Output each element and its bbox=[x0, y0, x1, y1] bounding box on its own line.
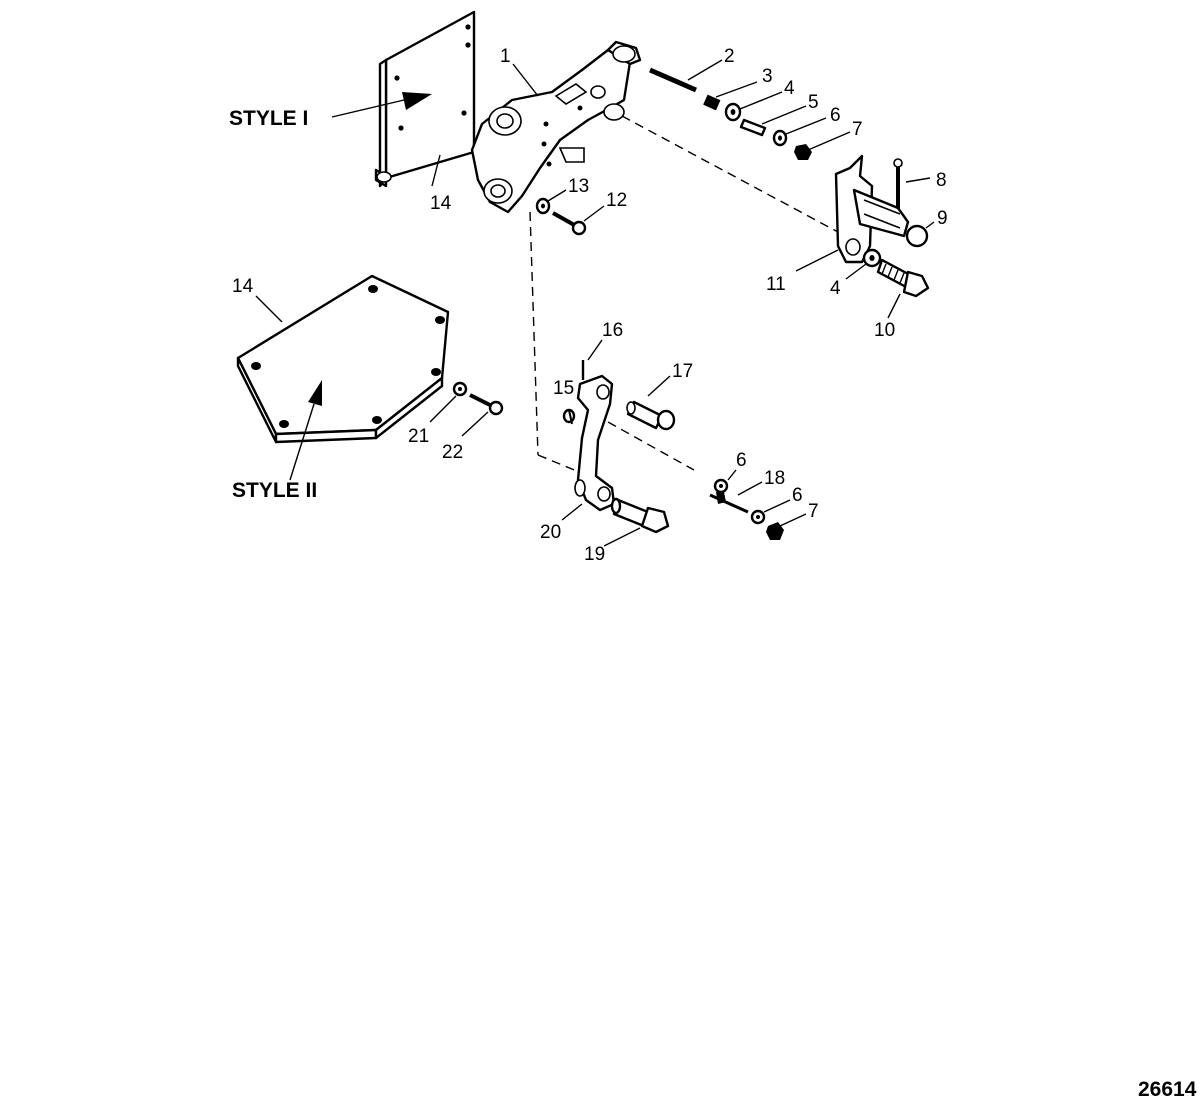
callout-10: 10 bbox=[874, 320, 895, 341]
callout-21: 21 bbox=[408, 426, 429, 447]
callout-11-leader bbox=[795, 249, 839, 272]
callout-5-leader bbox=[761, 105, 807, 125]
style-2-pointer-arrow bbox=[289, 380, 322, 481]
shift-lever bbox=[834, 154, 910, 264]
callout-13: 13 bbox=[568, 176, 589, 197]
callout-12: 12 bbox=[606, 190, 627, 211]
washer-6-middle bbox=[713, 478, 729, 494]
washer-6-upper bbox=[772, 129, 788, 147]
washer-upper bbox=[724, 102, 742, 122]
washer-13 bbox=[535, 197, 551, 215]
callout-19: 19 bbox=[584, 544, 605, 565]
alignment-line-left-foot bbox=[537, 454, 585, 475]
callout-3-leader bbox=[715, 81, 758, 98]
callout-18-leader bbox=[737, 481, 763, 496]
style-1-mounting-plate bbox=[374, 10, 476, 188]
callout-2: 2 bbox=[724, 46, 735, 67]
callout-8-leader bbox=[905, 177, 931, 183]
nut-upper bbox=[794, 144, 812, 160]
style-1-label: STYLE I bbox=[229, 107, 308, 130]
washer-21 bbox=[452, 381, 468, 397]
screw-22 bbox=[469, 393, 504, 416]
shoulder-bolt bbox=[610, 497, 670, 534]
callout-17-leader bbox=[647, 375, 671, 397]
style-2-label: STYLE II bbox=[232, 479, 317, 502]
callout-14a-leader bbox=[431, 154, 441, 187]
callout-22: 22 bbox=[442, 442, 463, 463]
callout-4a-leader bbox=[739, 91, 783, 110]
callout-1-leader bbox=[512, 63, 539, 97]
callout-1: 1 bbox=[500, 46, 511, 67]
callout-18: 18 bbox=[764, 468, 785, 489]
callout-6c-leader bbox=[763, 499, 791, 513]
callout-20-leader bbox=[561, 503, 583, 521]
nut-lower bbox=[766, 522, 784, 540]
callout-11: 11 bbox=[766, 274, 786, 295]
callout-14b: 14 bbox=[232, 276, 254, 297]
clevis-pin bbox=[626, 400, 676, 431]
threaded-stud bbox=[649, 65, 697, 93]
style-2-mounting-plate bbox=[236, 274, 450, 444]
callout-17: 17 bbox=[672, 361, 693, 382]
alignment-line-upper bbox=[621, 115, 839, 233]
style-1-pointer-arrow bbox=[331, 92, 432, 118]
alignment-line-link bbox=[607, 421, 695, 471]
callout-3: 3 bbox=[762, 66, 773, 87]
callout-15: 15 bbox=[553, 378, 574, 399]
callout-22-leader bbox=[461, 411, 489, 437]
screw-12 bbox=[552, 211, 587, 236]
callout-7a-leader bbox=[807, 131, 851, 151]
callout-16-leader bbox=[587, 339, 603, 361]
callout-5: 5 bbox=[808, 92, 819, 113]
callout-7a: 7 bbox=[852, 119, 863, 140]
callout-7b-leader bbox=[779, 513, 807, 527]
figure-id: 26614 bbox=[1138, 1078, 1197, 1101]
callout-6b: 6 bbox=[736, 450, 747, 471]
clip-15 bbox=[562, 408, 576, 425]
callout-13-leader bbox=[547, 189, 567, 202]
callout-6a-leader bbox=[785, 117, 827, 135]
callout-16: 16 bbox=[602, 320, 623, 341]
callout-2-leader bbox=[687, 59, 723, 81]
callout-6b-leader bbox=[727, 469, 737, 481]
spring bbox=[703, 94, 721, 111]
stud-18 bbox=[709, 492, 749, 514]
callout-6c: 6 bbox=[792, 485, 803, 506]
callout-9-leader bbox=[925, 221, 935, 229]
callout-12-leader bbox=[583, 205, 605, 222]
end-cap bbox=[905, 224, 929, 248]
washer-6-lower bbox=[750, 509, 766, 525]
callout-14a: 14 bbox=[430, 193, 452, 214]
callout-19-leader bbox=[603, 527, 641, 547]
callout-4a: 4 bbox=[784, 78, 795, 99]
callout-7b: 7 bbox=[808, 501, 819, 522]
pin bbox=[739, 118, 767, 137]
hex-bolt-large bbox=[876, 258, 930, 298]
callout-4b-leader bbox=[845, 263, 867, 280]
callout-9: 9 bbox=[937, 208, 948, 229]
callout-6a: 6 bbox=[830, 105, 841, 126]
callout-4b: 4 bbox=[830, 278, 841, 299]
cotter-pin bbox=[893, 158, 903, 214]
alignment-line-left bbox=[529, 211, 539, 456]
callout-14b-leader bbox=[255, 295, 283, 323]
main-bracket bbox=[470, 40, 642, 214]
callout-10-leader bbox=[887, 293, 901, 319]
callout-21-leader bbox=[429, 395, 457, 423]
callout-8: 8 bbox=[936, 170, 947, 191]
callout-20: 20 bbox=[540, 522, 561, 543]
link-arm bbox=[574, 374, 616, 512]
washer-lower bbox=[862, 248, 882, 268]
